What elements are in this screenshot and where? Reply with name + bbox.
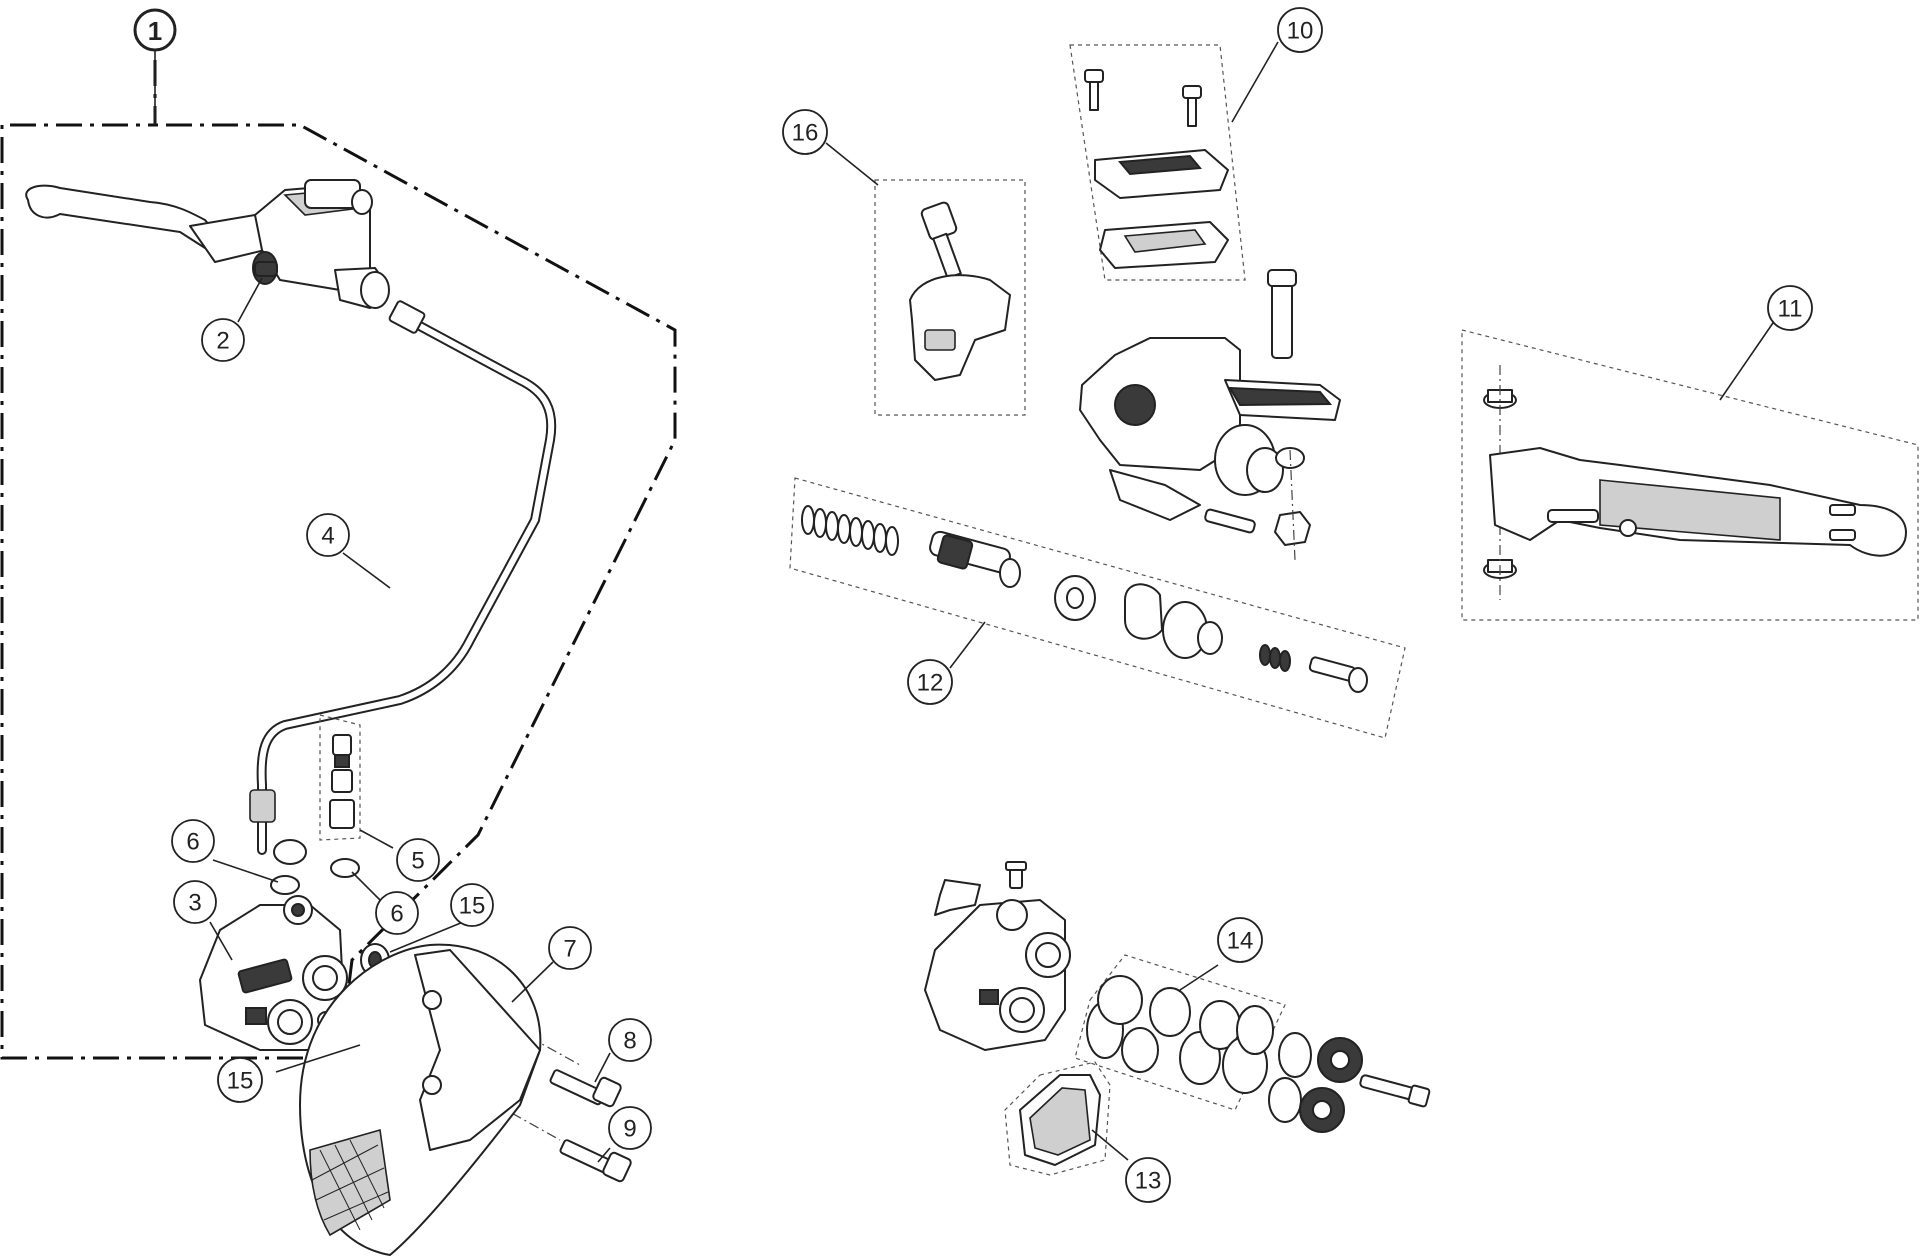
disc-guard-vent-hatch <box>311 1139 389 1231</box>
callout-8-label: 8 <box>623 1028 636 1055</box>
disc-guard-7 <box>299 943 542 1256</box>
callout-3: 3 <box>173 880 217 924</box>
small-spring <box>1259 644 1291 672</box>
callout-8: 8 <box>608 1018 652 1062</box>
brake-pads-13 <box>1004 1061 1111 1176</box>
bleeder-kit-5 <box>270 714 361 895</box>
master-cylinder-body <box>1079 269 1341 561</box>
callout-1: 1 <box>133 8 177 52</box>
callout-3-label: 3 <box>188 890 201 917</box>
handlebar-clamp-16 <box>874 179 1026 416</box>
callout-12: 12 <box>907 659 953 705</box>
callout-5-label: 5 <box>411 848 424 875</box>
callout-12-label: 12 <box>917 670 944 697</box>
callout-7-label: 7 <box>563 936 576 963</box>
return-spring <box>801 505 899 556</box>
callout-14: 14 <box>1217 917 1263 963</box>
callout-10: 10 <box>1277 7 1323 53</box>
callout-4: 4 <box>306 513 350 557</box>
callout-6b-label: 6 <box>390 901 403 928</box>
brake-hose <box>249 300 557 865</box>
reservoir-cap-kit-10 <box>1069 44 1246 281</box>
callout-9: 9 <box>608 1106 652 1150</box>
callout-15a: 15 <box>450 883 494 927</box>
brake-caliper-3 <box>199 895 348 1051</box>
callout-13: 13 <box>1125 1157 1171 1203</box>
master-cylinder-lever-assembly <box>25 179 390 309</box>
callout-6a: 6 <box>171 819 215 863</box>
assembly-boundary-1 <box>0 60 677 1060</box>
callout-4-label: 4 <box>321 523 334 550</box>
callout-2: 2 <box>201 318 245 362</box>
callout-1-label: 1 <box>148 16 162 46</box>
callout-6b: 6 <box>375 891 419 935</box>
bolts-8-9 <box>549 1069 632 1183</box>
piston-seal-kit-14 <box>1074 954 1286 1111</box>
callout-13-label: 13 <box>1135 1168 1162 1195</box>
callout-14-label: 14 <box>1227 928 1254 955</box>
callout-15a-label: 15 <box>459 893 486 920</box>
caliper-seals-bolt <box>1268 1032 1431 1133</box>
callout-9-label: 9 <box>623 1116 636 1143</box>
caliper-service-kit <box>924 861 1071 1051</box>
callout-15b-label: 15 <box>227 1068 254 1095</box>
piston-kit-12 <box>789 477 1406 739</box>
callout-6a-label: 6 <box>186 829 199 856</box>
callout-11: 11 <box>1767 285 1813 331</box>
callout-16: 16 <box>782 109 828 155</box>
leader-lines <box>154 41 1776 1163</box>
callout-11-label: 11 <box>1778 296 1803 323</box>
callout-16-label: 16 <box>792 120 819 147</box>
lever-kit-11 <box>1461 329 1919 621</box>
callout-7: 7 <box>548 926 592 970</box>
callout-10-label: 10 <box>1287 18 1314 45</box>
callout-2-label: 2 <box>216 328 229 355</box>
callout-15b: 15 <box>217 1057 263 1103</box>
callout-5: 5 <box>396 838 440 882</box>
